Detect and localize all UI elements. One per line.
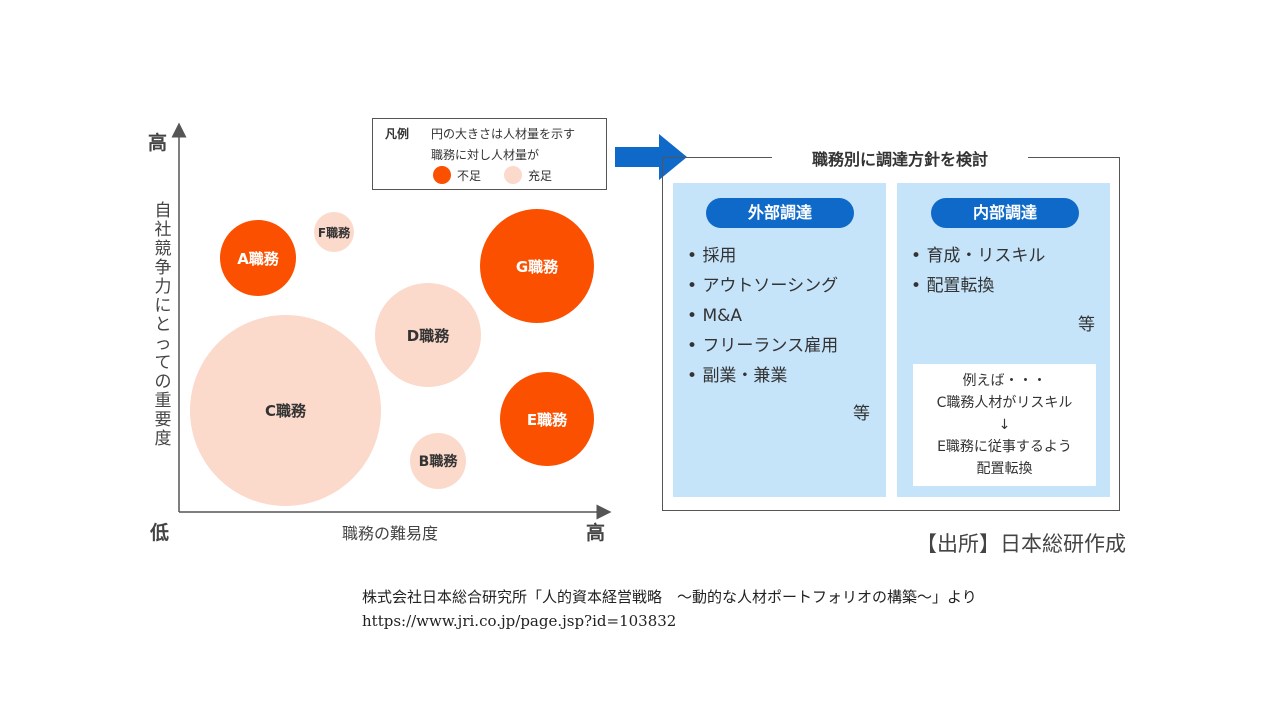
external-panel: 外部調達 採用 アウトソーシング M&A フリーランス雇用 副業・兼業 等	[673, 183, 886, 497]
legend-ok-swatch	[504, 166, 522, 184]
example-line: 例えば・・・	[962, 373, 1047, 389]
citation-line1: 株式会社日本総合研究所「人的資本経営戦略 ～動的な人材ポートフォリオの構築～」よ…	[362, 588, 977, 606]
list-item: 配置転換	[911, 271, 1045, 301]
list-item: 育成・リスキル	[911, 241, 1045, 271]
y-axis-label: 自社競争力にとっての重要度	[154, 201, 172, 449]
example-line: C職務人材がリスキル	[936, 395, 1073, 411]
internal-etc: 等	[1078, 315, 1095, 335]
legend-short-swatch	[433, 166, 451, 184]
legend-ok-label: 充足	[528, 169, 553, 183]
example-line: E職務に従事するよう	[937, 439, 1072, 455]
internal-heading: 内部調達	[931, 198, 1079, 228]
list-item: M&A	[687, 301, 838, 331]
legend-short-label: 不足	[457, 169, 482, 183]
y-axis-high-label: 高	[148, 132, 168, 154]
internal-list: 育成・リスキル 配置転換	[911, 241, 1045, 301]
list-item: アウトソーシング	[687, 271, 838, 301]
source-note: 【出所】日本総研作成	[916, 532, 1126, 556]
list-item: 副業・兼業	[687, 361, 838, 391]
example-box: 例えば・・・ C職務人材がリスキル ↓ E職務に従事するよう 配置転換	[913, 364, 1096, 486]
bubble-f: F職務	[314, 212, 354, 252]
external-heading: 外部調達	[706, 198, 854, 228]
citation-url[interactable]: https://www.jri.co.jp/page.jsp?id=103832	[362, 612, 677, 630]
bubble-label: E職務	[526, 410, 568, 429]
example-line: 配置転換	[976, 461, 1033, 477]
bubble-label: F職務	[317, 225, 351, 240]
bubble-g: G職務	[480, 209, 594, 323]
list-item: フリーランス雇用	[687, 331, 838, 361]
bubble-b: B職務	[410, 433, 466, 489]
axis-low-label: 低	[150, 522, 170, 544]
list-item: 採用	[687, 241, 838, 271]
bubble-e: E職務	[500, 372, 594, 466]
bubble-label: G職務	[515, 257, 559, 276]
legend-line1: 円の大きさは人材量を示す	[431, 127, 576, 141]
external-list: 採用 アウトソーシング M&A フリーランス雇用 副業・兼業	[687, 241, 838, 391]
bubble-label: B職務	[418, 454, 458, 470]
bubble-c: C職務	[190, 315, 381, 506]
citation: 株式会社日本総合研究所「人的資本経営戦略 ～動的な人材ポートフォリオの構築～」よ…	[362, 585, 977, 633]
bubble-d: D職務	[375, 283, 481, 387]
legend-title: 凡例	[385, 127, 410, 141]
bubble-label: C職務	[264, 402, 306, 420]
bubble-a: A職務	[220, 220, 296, 296]
policy-title: 職務別に調達方針を検討	[772, 146, 1028, 170]
right-arrow-icon	[615, 134, 687, 180]
x-axis-label: 職務の難易度	[341, 524, 438, 543]
external-etc: 等	[853, 404, 870, 424]
bubble-label: A職務	[237, 249, 279, 268]
legend-box: 凡例 円の大きさは人材量を示す 職務に対し人材量が 不足 充足	[372, 118, 607, 190]
down-arrow-icon: ↓	[998, 417, 1011, 433]
legend-line2: 職務に対し人材量が	[431, 148, 540, 162]
bubble-label: D職務	[406, 326, 450, 345]
x-axis-high-label: 高	[586, 522, 606, 544]
